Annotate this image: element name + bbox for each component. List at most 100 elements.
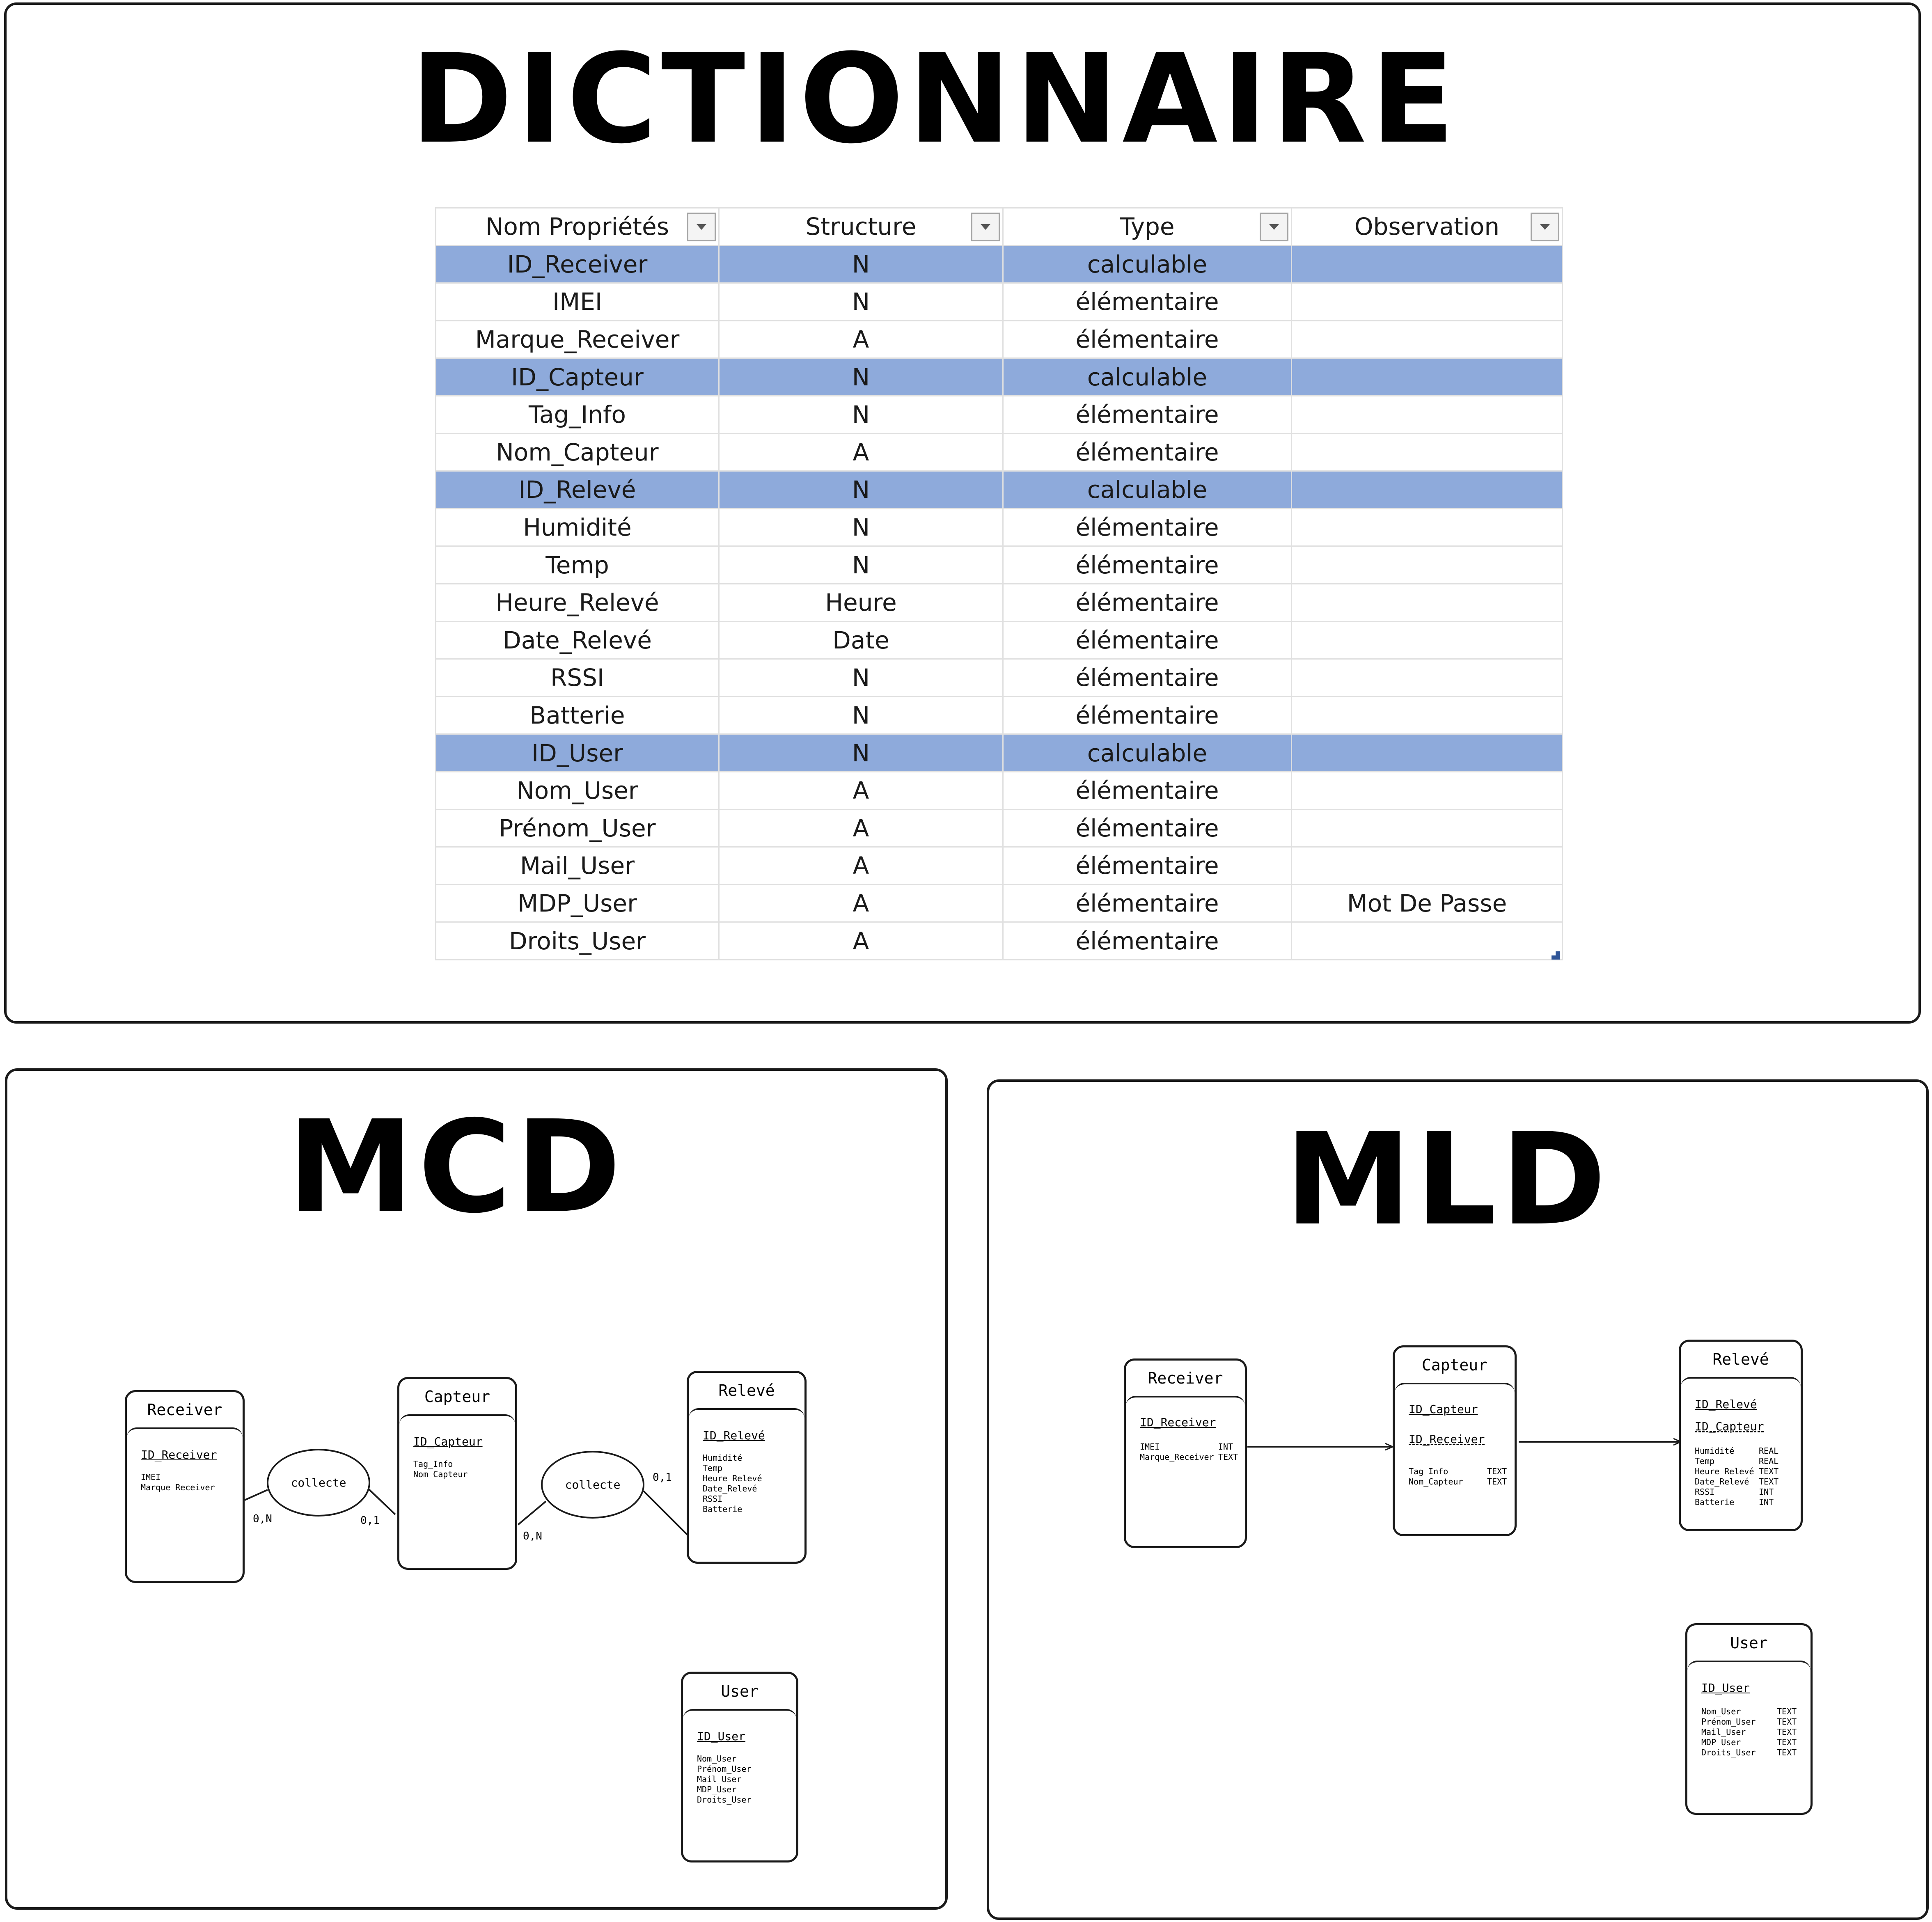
mld-table-receiver[interactable]: Receiver ID_Receiver IMEI Marque_Receive… <box>1124 1358 1247 1548</box>
cell-type[interactable]: calculable <box>1002 733 1292 772</box>
cell-name[interactable]: Nom_Capteur <box>435 433 720 472</box>
mcd-entity-releve[interactable]: Relevé ID_Relevé Humidité Temp Heure_Rel… <box>687 1371 807 1564</box>
cell-structure[interactable]: N <box>718 395 1004 434</box>
cell-name[interactable]: Batterie <box>435 696 720 735</box>
cell-name[interactable]: ID_User <box>435 733 720 772</box>
cell-name[interactable]: Tag_Info <box>435 395 720 434</box>
cell-structure[interactable]: A <box>718 884 1004 923</box>
cell-name[interactable]: ID_Capteur <box>435 357 720 396</box>
cell-observation[interactable] <box>1291 696 1563 735</box>
mcd-entity-user[interactable]: User ID_User Nom_User Prénom_User Mail_U… <box>681 1672 798 1862</box>
cell-name[interactable]: Droits_User <box>435 921 720 960</box>
cell-structure[interactable]: N <box>718 508 1004 547</box>
cell-observation[interactable] <box>1291 545 1563 584</box>
cell-structure[interactable]: N <box>718 733 1004 772</box>
cell-type[interactable]: élémentaire <box>1002 884 1292 923</box>
filter-dropdown-button[interactable] <box>1531 213 1559 241</box>
cell-type[interactable]: élémentaire <box>1002 545 1292 584</box>
cell-structure[interactable]: A <box>718 809 1004 848</box>
cell-structure[interactable]: N <box>718 696 1004 735</box>
cell-observation[interactable] <box>1291 846 1563 885</box>
resize-handle-icon[interactable] <box>1552 951 1560 960</box>
cell-type[interactable]: élémentaire <box>1002 658 1292 697</box>
mld-table-user[interactable]: User ID_User Nom_User Prénom_User Mail_U… <box>1685 1623 1813 1815</box>
cell-observation[interactable] <box>1291 921 1563 960</box>
cell-type[interactable]: élémentaire <box>1002 320 1292 359</box>
cell-structure[interactable]: N <box>718 470 1004 509</box>
cell-structure[interactable]: A <box>718 433 1004 472</box>
cell-observation[interactable] <box>1291 583 1563 622</box>
cell-type[interactable]: calculable <box>1002 245 1292 284</box>
mcd-entity-capteur[interactable]: Capteur ID_Capteur Tag_Info Nom_Capteur <box>397 1377 517 1570</box>
cell-type[interactable]: élémentaire <box>1002 508 1292 547</box>
cell-observation[interactable]: Mot De Passe <box>1291 884 1563 923</box>
cell-structure[interactable]: N <box>718 658 1004 697</box>
cell-structure[interactable]: Heure <box>718 583 1004 622</box>
cell-type[interactable]: calculable <box>1002 470 1292 509</box>
cell-name[interactable]: Humidité <box>435 508 720 547</box>
cell-observation[interactable] <box>1291 245 1563 284</box>
cell-type[interactable]: élémentaire <box>1002 395 1292 434</box>
cell-structure[interactable]: A <box>718 921 1004 960</box>
cell-type[interactable]: élémentaire <box>1002 282 1292 321</box>
filter-dropdown-button[interactable] <box>971 213 1000 241</box>
mcd-association-collecte-receiver-capteur[interactable]: collecte <box>267 1449 370 1517</box>
cell-structure[interactable]: A <box>718 771 1004 810</box>
cell-name[interactable]: RSSI <box>435 658 720 697</box>
cell-name[interactable]: IMEI <box>435 282 720 321</box>
cell-observation[interactable] <box>1291 282 1563 321</box>
cell-structure[interactable]: A <box>718 846 1004 885</box>
cell-observation[interactable] <box>1291 621 1563 660</box>
cell-observation[interactable] <box>1291 395 1563 434</box>
cell-type[interactable]: élémentaire <box>1002 921 1292 960</box>
cell-type[interactable]: calculable <box>1002 357 1292 396</box>
cell-observation[interactable] <box>1291 470 1563 509</box>
cell-observation[interactable] <box>1291 357 1563 396</box>
cell-name[interactable]: MDP_User <box>435 884 720 923</box>
cell-type[interactable]: élémentaire <box>1002 846 1292 885</box>
mcd-entity-receiver[interactable]: Receiver ID_Receiver IMEI Marque_Receive… <box>125 1390 245 1583</box>
cell-structure[interactable]: N <box>718 545 1004 584</box>
cell-type[interactable]: élémentaire <box>1002 696 1292 735</box>
cell-name[interactable]: Nom_User <box>435 771 720 810</box>
cell-structure[interactable]: N <box>718 282 1004 321</box>
mld-table-capteur[interactable]: Capteur ID_Capteur ID_Receiver Tag_Info … <box>1393 1345 1517 1536</box>
cell-type[interactable]: élémentaire <box>1002 583 1292 622</box>
cell-name[interactable]: ID_Receiver <box>435 245 720 284</box>
cell-observation[interactable] <box>1291 771 1563 810</box>
cell-observation[interactable] <box>1291 733 1563 772</box>
cell-name[interactable]: Mail_User <box>435 846 720 885</box>
cell-name[interactable]: Temp <box>435 545 720 584</box>
cell-name[interactable]: Marque_Receiver <box>435 320 720 359</box>
cell-type[interactable]: élémentaire <box>1002 433 1292 472</box>
filter-dropdown-button[interactable] <box>1260 213 1288 241</box>
mcd-association-collecte-capteur-releve[interactable]: collecte <box>541 1451 644 1519</box>
cell-name[interactable]: Heure_Relevé <box>435 583 720 622</box>
cell-name[interactable]: ID_Relevé <box>435 470 720 509</box>
cell-structure[interactable]: N <box>718 357 1004 396</box>
cell-type[interactable]: élémentaire <box>1002 809 1292 848</box>
cell-type[interactable]: élémentaire <box>1002 621 1292 660</box>
mld-table-releve[interactable]: Relevé ID_Relevé ID_Capteur Humidité Tem… <box>1679 1340 1803 1531</box>
cell-structure[interactable]: Date <box>718 621 1004 660</box>
cell-name[interactable]: Prénom_User <box>435 809 720 848</box>
cell-observation[interactable] <box>1291 433 1563 472</box>
cell-observation[interactable] <box>1291 809 1563 848</box>
cell-observation[interactable] <box>1291 320 1563 359</box>
cell-observation[interactable] <box>1291 658 1563 697</box>
